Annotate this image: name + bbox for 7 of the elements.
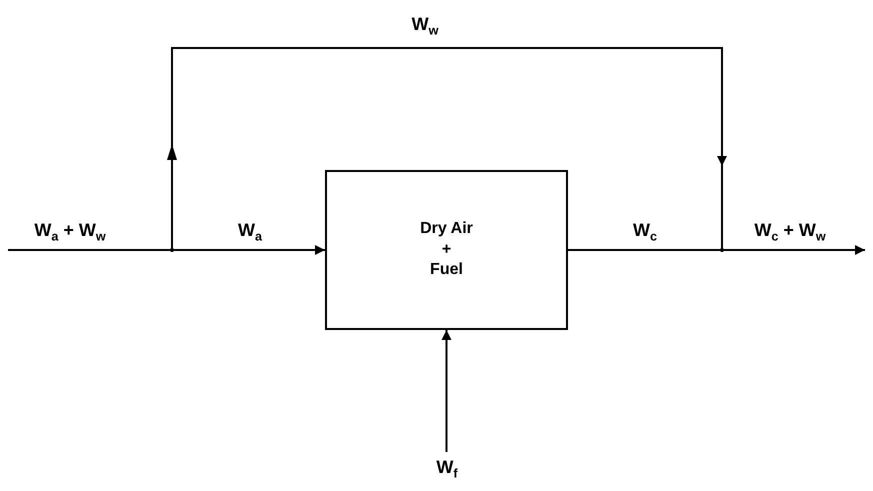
junction-dot: [720, 248, 724, 252]
box-text: Fuel: [430, 260, 463, 280]
box-text: +: [442, 240, 452, 260]
flow-label: W$_{f}$: [422, 452, 472, 482]
junction-dot: [170, 248, 174, 252]
box-text: Dry Air: [420, 218, 473, 239]
process-box: [325, 170, 568, 330]
